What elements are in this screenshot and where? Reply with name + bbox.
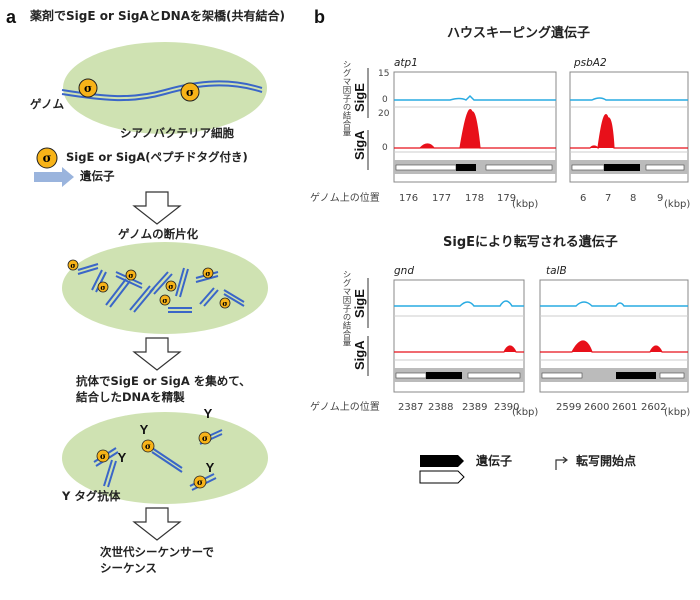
svg-text:σ: σ bbox=[100, 451, 106, 461]
step-seq-label-2: シーケンス bbox=[100, 561, 157, 575]
svg-text:Y: Y bbox=[204, 406, 213, 421]
sigma-bound-icons: σ σ σ σ bbox=[96, 431, 212, 489]
step-ip-label-2: 結合したDNAを精製 bbox=[76, 390, 185, 404]
siga-max-value: 20 bbox=[378, 109, 390, 119]
sigma-fragment-icons: σ σ σ σ σ σ σ bbox=[67, 259, 231, 309]
sige-trace bbox=[570, 97, 688, 101]
sige-trace bbox=[394, 300, 524, 307]
svg-text:σ: σ bbox=[162, 296, 167, 305]
tick: 176 bbox=[399, 193, 419, 204]
legend-gene-label: 遺伝子 bbox=[80, 169, 115, 183]
tick: 2600 bbox=[584, 402, 610, 413]
legend-gene-arrow bbox=[34, 167, 74, 187]
tick: 179 bbox=[497, 193, 517, 204]
siga-trace bbox=[540, 340, 688, 353]
tick: 7 bbox=[605, 193, 612, 204]
tick: 2602 bbox=[641, 402, 667, 413]
step-seq-label-1: 次世代シーケンサーで bbox=[100, 545, 214, 559]
siga-trace bbox=[394, 109, 556, 149]
tick: 2388 bbox=[428, 402, 454, 413]
track-gene-atp1: atp1 bbox=[394, 57, 418, 69]
tick: 2387 bbox=[398, 402, 424, 413]
step-fragment-label: ゲノムの断片化 bbox=[118, 227, 199, 241]
tick: 178 bbox=[465, 193, 485, 204]
sige-trace bbox=[540, 301, 688, 307]
section-sige-title: SigEにより転写される遺伝子 bbox=[443, 235, 618, 250]
section-housekeeping-title: ハウスキーピング遺伝子 bbox=[447, 26, 591, 41]
legend-gene-text: 遺伝子 bbox=[476, 454, 513, 468]
tick: 8 bbox=[630, 193, 637, 204]
antibody-icons: Y Y Y Y bbox=[118, 406, 215, 475]
tick: 2599 bbox=[556, 402, 582, 413]
step-ip-label-1: 抗体でSigE or SigA を集めて、 bbox=[76, 374, 251, 388]
sige-trace bbox=[394, 94, 556, 101]
fragmented-cell bbox=[62, 242, 268, 334]
svg-text:Y: Y bbox=[118, 450, 127, 465]
cyanobacteria-cell bbox=[63, 42, 267, 134]
legend-gene-open-icon bbox=[419, 470, 465, 484]
unit-label: (kbp) bbox=[512, 199, 539, 210]
unit-label: (kbp) bbox=[512, 407, 539, 418]
track-gene-gnd: gnd bbox=[394, 265, 414, 277]
siga-zero-value: 0 bbox=[382, 143, 388, 153]
tick: 177 bbox=[432, 193, 452, 204]
panel-a-title: 薬剤でSigE or SigAとDNAを架橋(共有結合) bbox=[30, 9, 285, 23]
svg-text:σ: σ bbox=[186, 86, 194, 99]
legend-sigma-label: SigE or SigA(ペプチドタグ付き) bbox=[66, 150, 248, 164]
tick: 2601 bbox=[612, 402, 638, 413]
track-gnd bbox=[393, 279, 525, 393]
tick: 2389 bbox=[462, 402, 488, 413]
siga-trace bbox=[394, 345, 524, 353]
svg-text:σ: σ bbox=[205, 269, 210, 278]
step-arrow bbox=[132, 337, 182, 371]
siga-trace bbox=[570, 114, 688, 150]
track-psbA2 bbox=[569, 71, 689, 183]
svg-text:σ: σ bbox=[202, 433, 208, 443]
tick: 6 bbox=[580, 193, 587, 204]
x-axis-label-bottom: ゲノム上の位置 bbox=[310, 402, 380, 413]
sige-zero-value: 0 bbox=[382, 95, 388, 105]
step-arrow bbox=[132, 507, 182, 541]
svg-text:σ: σ bbox=[128, 271, 133, 280]
sigma-icon: σ bbox=[180, 82, 200, 102]
sigma-icon: σ bbox=[78, 78, 98, 98]
svg-text:σ: σ bbox=[43, 151, 52, 165]
panel-a-letter: a bbox=[6, 7, 17, 27]
unit-label: (kbp) bbox=[664, 199, 691, 210]
svg-text:Y: Y bbox=[140, 422, 149, 437]
svg-text:σ: σ bbox=[100, 283, 105, 292]
cell-label: シアノバクテリア細胞 bbox=[120, 126, 234, 140]
antibody-cell bbox=[62, 412, 268, 504]
svg-text:σ: σ bbox=[168, 282, 173, 291]
svg-text:σ: σ bbox=[70, 261, 75, 270]
track-gene-talB: talB bbox=[546, 265, 567, 277]
unit-label: (kbp) bbox=[664, 407, 691, 418]
legend-sigma-icon: σ bbox=[36, 147, 58, 169]
tick: 2390 bbox=[494, 402, 520, 413]
svg-text:Y: Y bbox=[206, 460, 215, 475]
legend-tss-text: 転写開始点 bbox=[576, 454, 637, 468]
legend-tss-icon bbox=[555, 456, 568, 470]
svg-text:σ: σ bbox=[145, 441, 151, 451]
legend-gene-filled-icon bbox=[420, 455, 464, 467]
x-axis-label-top: ゲノム上の位置 bbox=[310, 193, 380, 204]
tick: 9 bbox=[657, 193, 664, 204]
track-talB bbox=[539, 279, 689, 393]
track-gene-psbA2: psbA2 bbox=[574, 57, 607, 69]
panel-b-letter: b bbox=[314, 7, 325, 27]
sige-max-value: 15 bbox=[378, 69, 390, 79]
track-atp1 bbox=[393, 71, 557, 183]
y-axis-label-bottom: シグマ因子の結合量 bbox=[341, 270, 351, 347]
y-axis-label-top: シグマ因子の結合量 bbox=[341, 60, 351, 137]
svg-text:σ: σ bbox=[84, 82, 92, 95]
svg-text:σ: σ bbox=[197, 477, 203, 487]
step-arrow bbox=[132, 191, 182, 225]
antibody-legend-label: Y タグ抗体 bbox=[62, 489, 121, 503]
genome-label: ゲノム bbox=[30, 97, 65, 111]
svg-text:σ: σ bbox=[222, 299, 227, 308]
